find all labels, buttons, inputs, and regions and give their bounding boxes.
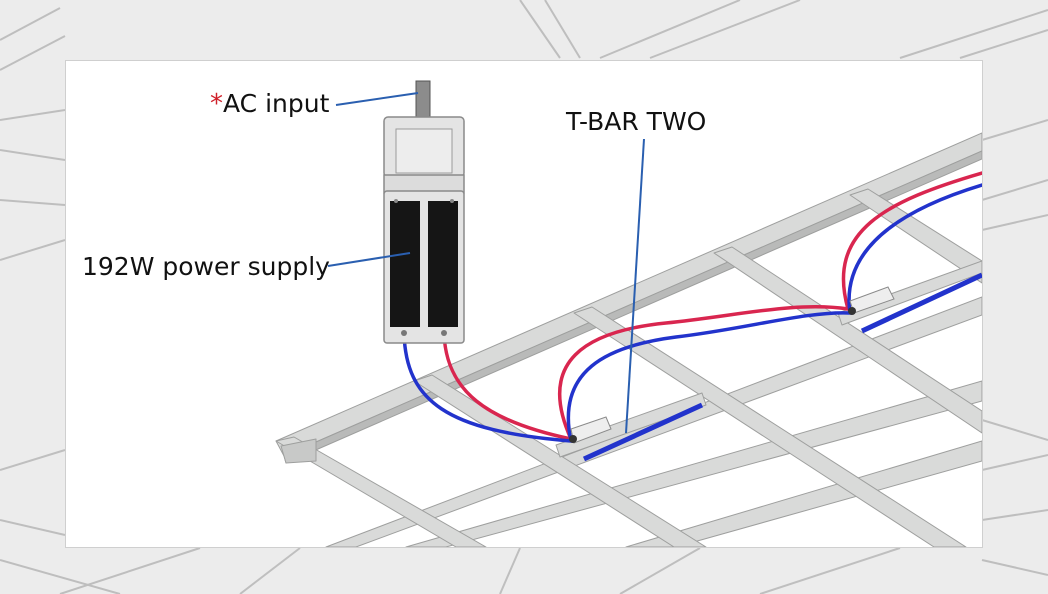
ac-input-label: *AC input (210, 91, 329, 117)
installation-diagram (275, 80, 982, 547)
connector-clip (569, 416, 612, 444)
ceiling-grid (275, 132, 982, 547)
leader-ac-input (335, 92, 419, 106)
grid-rail (837, 260, 982, 326)
blue-wire (402, 183, 982, 443)
power-supply-unit (383, 80, 465, 344)
grid-rail (625, 440, 982, 547)
grid-rail (275, 132, 982, 457)
grid-rail (573, 306, 967, 547)
leader-power-supply (327, 252, 411, 267)
wiring (402, 171, 982, 443)
power-supply-label: 192W power supply (82, 252, 330, 281)
grid-rail (280, 438, 317, 464)
led-strip (582, 402, 704, 462)
grid-rail (555, 392, 707, 458)
diagram-panel: *AC input 192W power supply T-BAR TWO (65, 60, 983, 548)
grid-rail (713, 246, 982, 434)
tbar-label: T-BAR TWO (566, 107, 707, 136)
ac-input-text: AC input (223, 89, 330, 118)
grid-rail (413, 374, 707, 547)
led-strip (860, 272, 982, 334)
red-wire (442, 171, 982, 442)
grid-rail (275, 436, 487, 547)
leader-tbar (625, 138, 645, 434)
leader-lines (327, 92, 645, 434)
connector-clip (848, 286, 895, 315)
asterisk-marker: * (210, 89, 223, 119)
